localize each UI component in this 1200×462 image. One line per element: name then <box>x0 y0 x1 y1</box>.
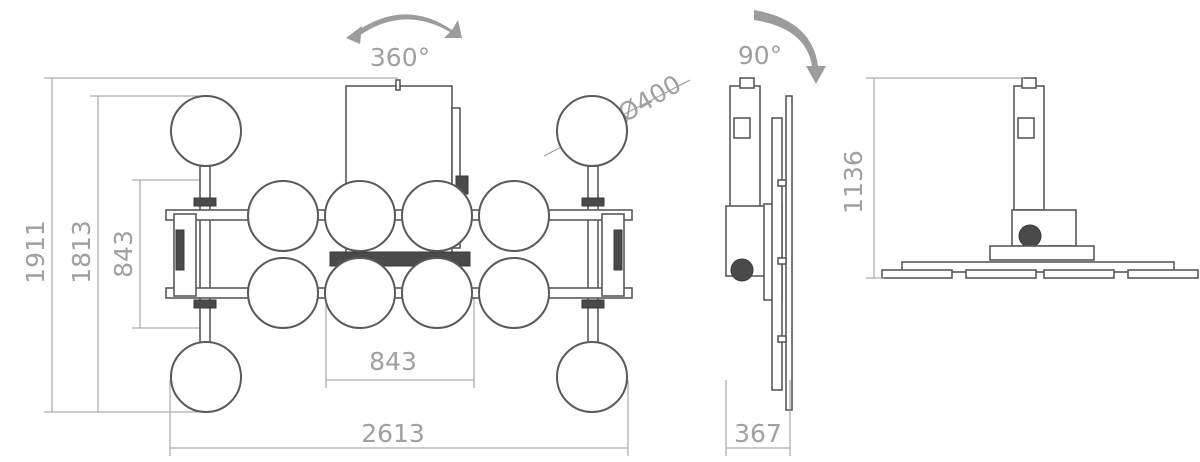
suction-cup <box>170 95 242 167</box>
frame-height-label: 1813 <box>67 220 96 284</box>
side-height-label: 1136 <box>839 150 868 214</box>
suction-cup <box>401 180 473 252</box>
suction-cup <box>478 180 550 252</box>
side-control-box <box>729 85 761 211</box>
rotation-360-arrow-icon <box>346 14 462 44</box>
overall-width-label: 2613 <box>361 419 425 448</box>
rotation-90-arrow-icon <box>754 10 826 84</box>
elevation-control-box <box>1013 85 1045 211</box>
suction-cup <box>247 180 319 252</box>
suction-cup <box>324 257 396 329</box>
suction-cup <box>324 180 396 252</box>
inner-width-label: 843 <box>369 347 417 376</box>
overall-height-label: 1911 <box>21 220 50 284</box>
suction-cup <box>556 95 628 167</box>
depth-label: 367 <box>734 419 782 448</box>
rotation-90-label: 90° <box>738 41 782 70</box>
suction-cup <box>401 257 473 329</box>
front-view <box>165 79 633 413</box>
elevation-view <box>881 77 1199 279</box>
inner-height-label: 843 <box>109 230 138 278</box>
dimension-lines-elevation <box>866 77 1024 279</box>
suction-cup <box>247 257 319 329</box>
dimension-lines-front <box>44 77 691 456</box>
rotation-360-label: 360° <box>370 43 430 72</box>
suction-cup <box>556 341 628 413</box>
suction-cup <box>478 257 550 329</box>
side-view <box>725 77 793 411</box>
dimension-lines-side <box>725 380 791 456</box>
suction-cup <box>170 341 242 413</box>
